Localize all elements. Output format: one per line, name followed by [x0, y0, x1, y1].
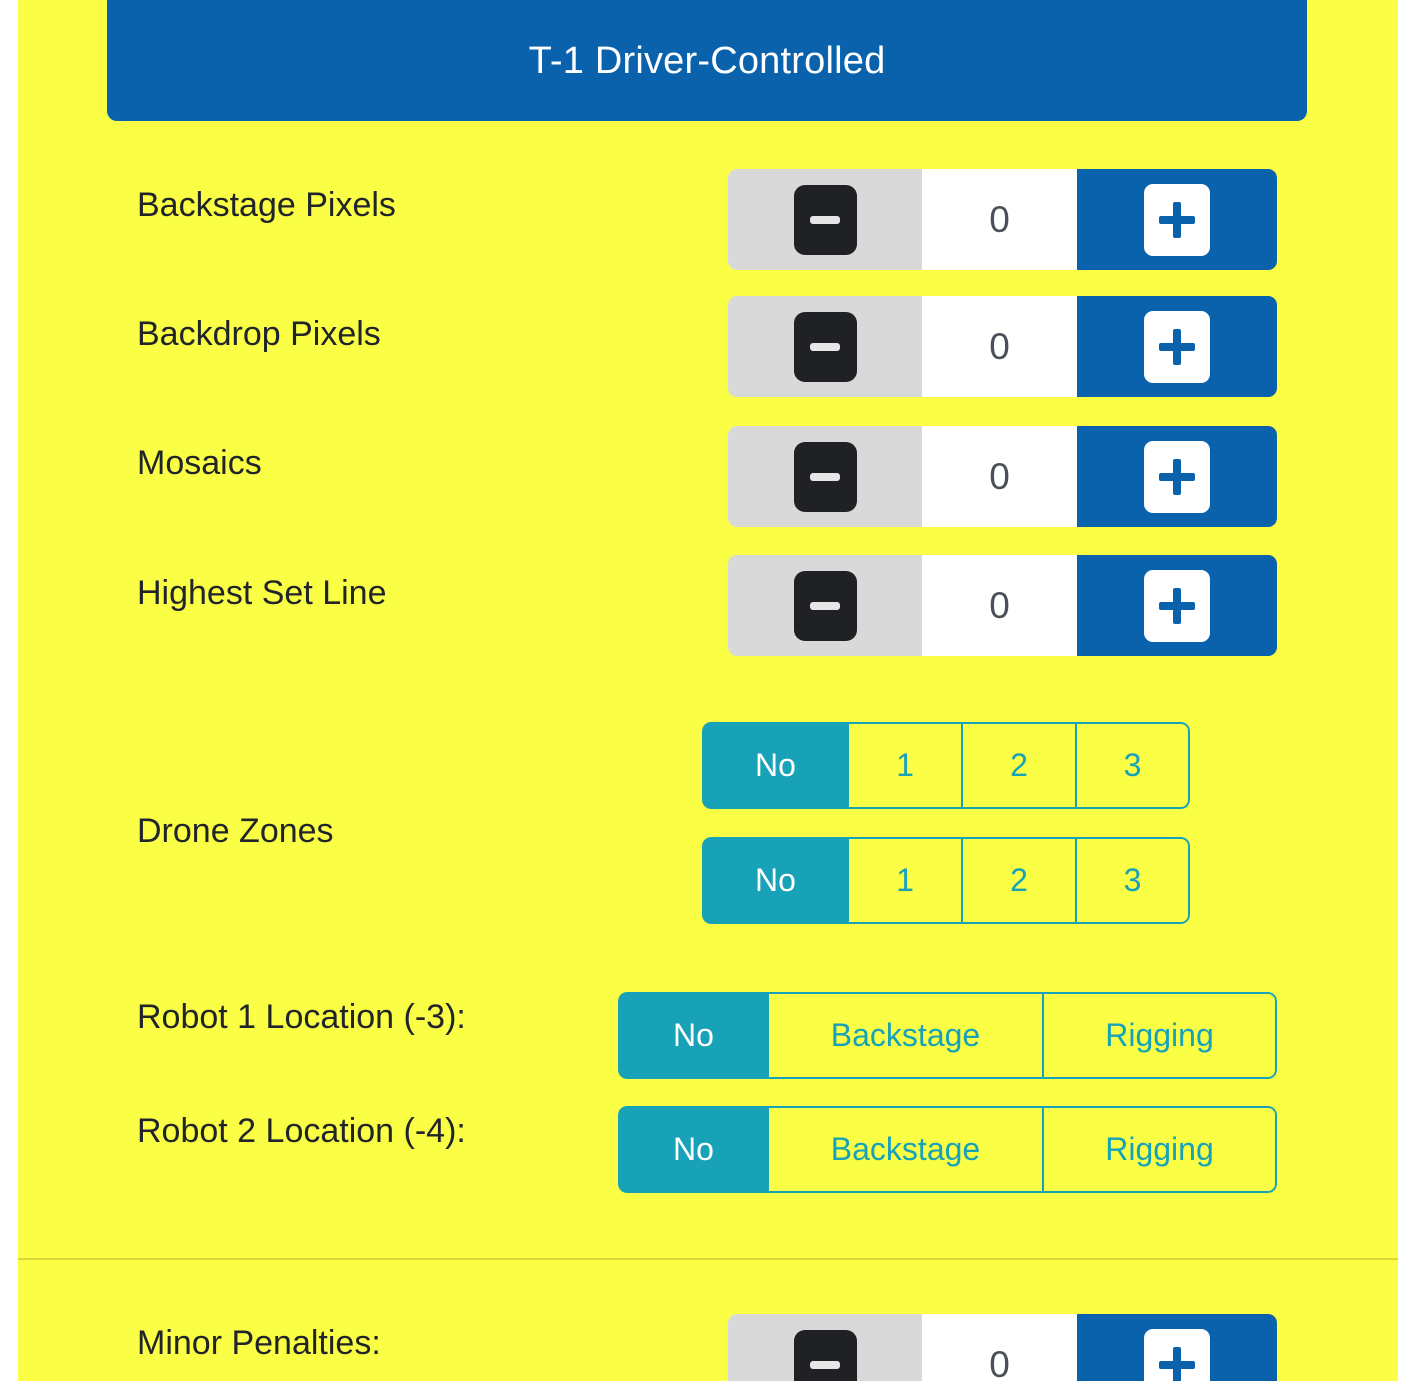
label-minor-penalties: Minor Penalties:: [137, 1324, 381, 1362]
section-divider: [18, 1258, 1398, 1260]
drone-zone-1-option-3[interactable]: 3: [1076, 722, 1190, 809]
value-minor-penalties[interactable]: 0: [922, 1314, 1077, 1381]
plus-icon: [1144, 310, 1210, 383]
plus-icon: [1144, 183, 1210, 256]
decrement-mosaics[interactable]: [728, 426, 922, 527]
page-title: T-1 Driver-Controlled: [528, 39, 886, 82]
row-robot-1-location: Robot 1 Location (-3):: [137, 998, 466, 1037]
decrement-backdrop-pixels[interactable]: [728, 296, 922, 397]
robot-1-location-group: No Backstage Rigging: [618, 992, 1277, 1079]
label-robot-2-location: Robot 2 Location (-4):: [137, 1112, 466, 1150]
drone-zone-2-option-1[interactable]: 1: [848, 837, 962, 924]
value-backdrop-pixels[interactable]: 0: [922, 296, 1077, 397]
label-backstage-pixels: Backstage Pixels: [137, 186, 396, 224]
drone-zones-group-1: No 1 2 3: [702, 722, 1190, 809]
label-mosaics: Mosaics: [137, 444, 262, 482]
row-minor-penalties: Minor Penalties:: [137, 1324, 381, 1363]
row-drone-zones: Drone Zones: [137, 812, 334, 851]
value-backstage-pixels[interactable]: 0: [922, 169, 1077, 270]
plus-icon: [1144, 1328, 1210, 1381]
stepper-minor-penalties: 0: [728, 1314, 1277, 1381]
row-highest-set-line: Highest Set Line: [137, 574, 387, 613]
increment-backstage-pixels[interactable]: [1077, 169, 1277, 270]
drone-zone-1-option-2[interactable]: 2: [962, 722, 1076, 809]
row-mosaics: Mosaics: [137, 444, 262, 483]
minus-icon: [793, 1329, 857, 1381]
minus-icon: [793, 570, 857, 641]
plus-icon: [1144, 440, 1210, 513]
drone-zone-2-option-2[interactable]: 2: [962, 837, 1076, 924]
drone-zones-group-2: No 1 2 3: [702, 837, 1190, 924]
decrement-highest-set-line[interactable]: [728, 555, 922, 656]
increment-minor-penalties[interactable]: [1077, 1314, 1277, 1381]
label-backdrop-pixels: Backdrop Pixels: [137, 315, 381, 353]
value-mosaics[interactable]: 0: [922, 426, 1077, 527]
drone-zone-1-option-1[interactable]: 1: [848, 722, 962, 809]
robot-2-option-backstage[interactable]: Backstage: [768, 1106, 1043, 1193]
robot-2-option-no[interactable]: No: [618, 1106, 768, 1193]
robot-2-location-group: No Backstage Rigging: [618, 1106, 1277, 1193]
stepper-backstage-pixels: 0: [728, 169, 1277, 270]
row-backstage-pixels: Backstage Pixels: [137, 186, 396, 225]
driver-controlled-card: T-1 Driver-Controlled Backstage Pixels 0…: [18, 0, 1398, 1381]
row-robot-2-location: Robot 2 Location (-4):: [137, 1112, 466, 1151]
section-header-banner: T-1 Driver-Controlled: [107, 0, 1307, 121]
stepper-backdrop-pixels: 0: [728, 296, 1277, 397]
minus-icon: [793, 311, 857, 382]
plus-icon: [1144, 569, 1210, 642]
robot-1-option-backstage[interactable]: Backstage: [768, 992, 1043, 1079]
label-drone-zones: Drone Zones: [137, 812, 334, 850]
minus-icon: [793, 184, 857, 255]
row-backdrop-pixels: Backdrop Pixels: [137, 315, 381, 354]
decrement-minor-penalties[interactable]: [728, 1314, 922, 1381]
increment-mosaics[interactable]: [1077, 426, 1277, 527]
stepper-mosaics: 0: [728, 426, 1277, 527]
decrement-backstage-pixels[interactable]: [728, 169, 922, 270]
drone-zone-2-option-no[interactable]: No: [702, 837, 848, 924]
increment-backdrop-pixels[interactable]: [1077, 296, 1277, 397]
increment-highest-set-line[interactable]: [1077, 555, 1277, 656]
robot-1-option-rigging[interactable]: Rigging: [1043, 992, 1277, 1079]
value-highest-set-line[interactable]: 0: [922, 555, 1077, 656]
label-robot-1-location: Robot 1 Location (-3):: [137, 998, 466, 1036]
drone-zone-1-option-no[interactable]: No: [702, 722, 848, 809]
drone-zone-2-option-3[interactable]: 3: [1076, 837, 1190, 924]
label-highest-set-line: Highest Set Line: [137, 574, 387, 612]
minus-icon: [793, 441, 857, 512]
robot-1-option-no[interactable]: No: [618, 992, 768, 1079]
robot-2-option-rigging[interactable]: Rigging: [1043, 1106, 1277, 1193]
stepper-highest-set-line: 0: [728, 555, 1277, 656]
